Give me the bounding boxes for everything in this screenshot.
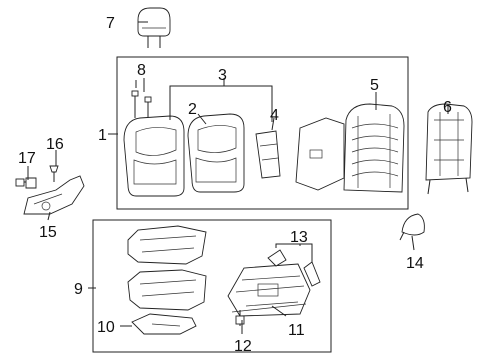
- callout-17: 17: [18, 150, 36, 167]
- seat-back-cover-part: [123, 115, 185, 197]
- callout-3: 3: [218, 67, 227, 84]
- seat-track-part: [227, 263, 311, 317]
- callout-2: 2: [188, 101, 197, 118]
- callout-14: 14: [406, 255, 424, 272]
- seat-cushion-group-frame: [92, 219, 332, 353]
- callout-12: 12: [234, 338, 252, 355]
- knob-part: [399, 213, 425, 241]
- screw-part: [49, 165, 59, 182]
- callout-1: 1: [98, 127, 107, 144]
- back-panel-part: [255, 130, 281, 179]
- cushion-cover-part: [127, 225, 207, 265]
- callout-16: 16: [46, 136, 64, 153]
- callout-4: 4: [270, 107, 279, 124]
- bracket-part: [235, 310, 245, 326]
- callout-11: 11: [288, 322, 305, 339]
- callout-9: 9: [74, 281, 83, 298]
- headrest-part: [137, 7, 171, 48]
- seat-back-group-frame: [116, 56, 409, 210]
- callout-15: 15: [39, 224, 57, 241]
- cushion-pad-part: [127, 269, 207, 311]
- callout-6: 6: [443, 99, 452, 116]
- callout-5: 5: [370, 77, 379, 94]
- clip-part: [15, 177, 37, 189]
- side-shield-part: [23, 175, 85, 215]
- callout-10: 10: [97, 319, 115, 336]
- recliner-bracket-part: [267, 249, 321, 287]
- cushion-pan-part: [131, 313, 197, 335]
- seat-back-bare-frame-part: [425, 103, 473, 195]
- callout-13: 13: [290, 229, 308, 246]
- callout-7: 7: [106, 15, 115, 32]
- seat-back-pad-part: [187, 113, 245, 193]
- seat-back-frame-part: [343, 103, 405, 193]
- callout-8: 8: [137, 62, 146, 79]
- back-board-part: [295, 117, 345, 191]
